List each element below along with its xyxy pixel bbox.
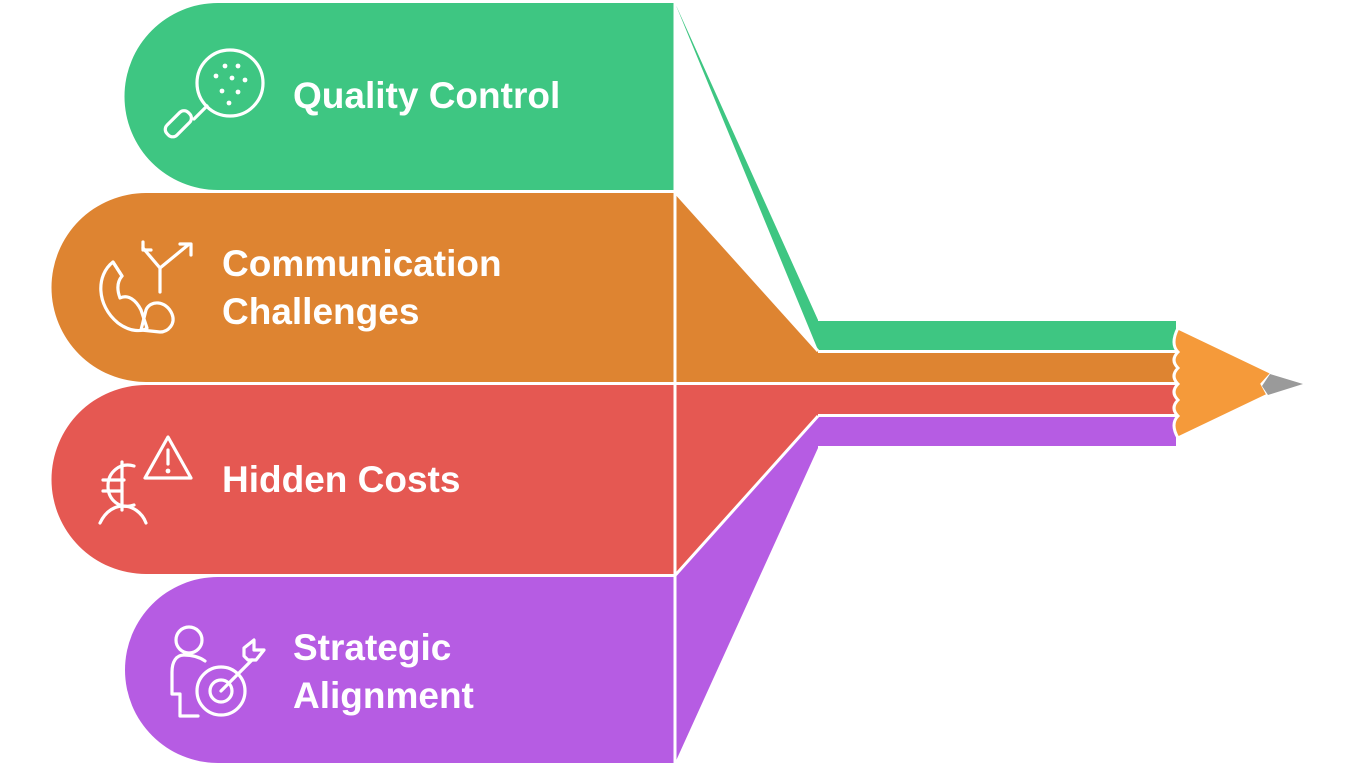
magnifier-icon — [163, 48, 265, 139]
pencil-stripe-hidden-costs — [818, 385, 1176, 414]
label-strategic-alignment: Strategic Alignment — [293, 627, 474, 716]
funnel-wedge-communication-challenges — [675, 193, 818, 382]
phone-call-arrows-icon — [99, 240, 193, 334]
label-communication-challenges: Communication Challenges — [222, 243, 512, 332]
euro-warning-icon — [98, 435, 193, 525]
label-quality-control: Quality Control — [293, 75, 560, 116]
pill-hidden-costs — [51, 385, 675, 574]
pencil-stripe-communication-challenges — [818, 353, 1176, 382]
pencil-tip — [1262, 374, 1303, 395]
label-hidden-costs: Hidden Costs — [222, 459, 460, 500]
pill-quality-control — [124, 3, 675, 190]
pencil-stripe-ends — [1147, 321, 1177, 446]
person-target-icon — [170, 625, 266, 718]
funnel-wedge-strategic-alignment — [675, 416, 818, 763]
funnel-wedge-quality-control — [675, 3, 818, 350]
pill-strategic-alignment — [125, 577, 675, 763]
pencil-cone — [1172, 326, 1275, 440]
pencil-stripe-strategic-alignment — [818, 417, 1176, 446]
pencil-stripe-quality-control — [818, 321, 1176, 350]
wedge-separators — [673, 190, 820, 577]
funnel-wedge-hidden-costs — [675, 385, 818, 574]
pill-communication-challenges — [51, 192, 675, 382]
